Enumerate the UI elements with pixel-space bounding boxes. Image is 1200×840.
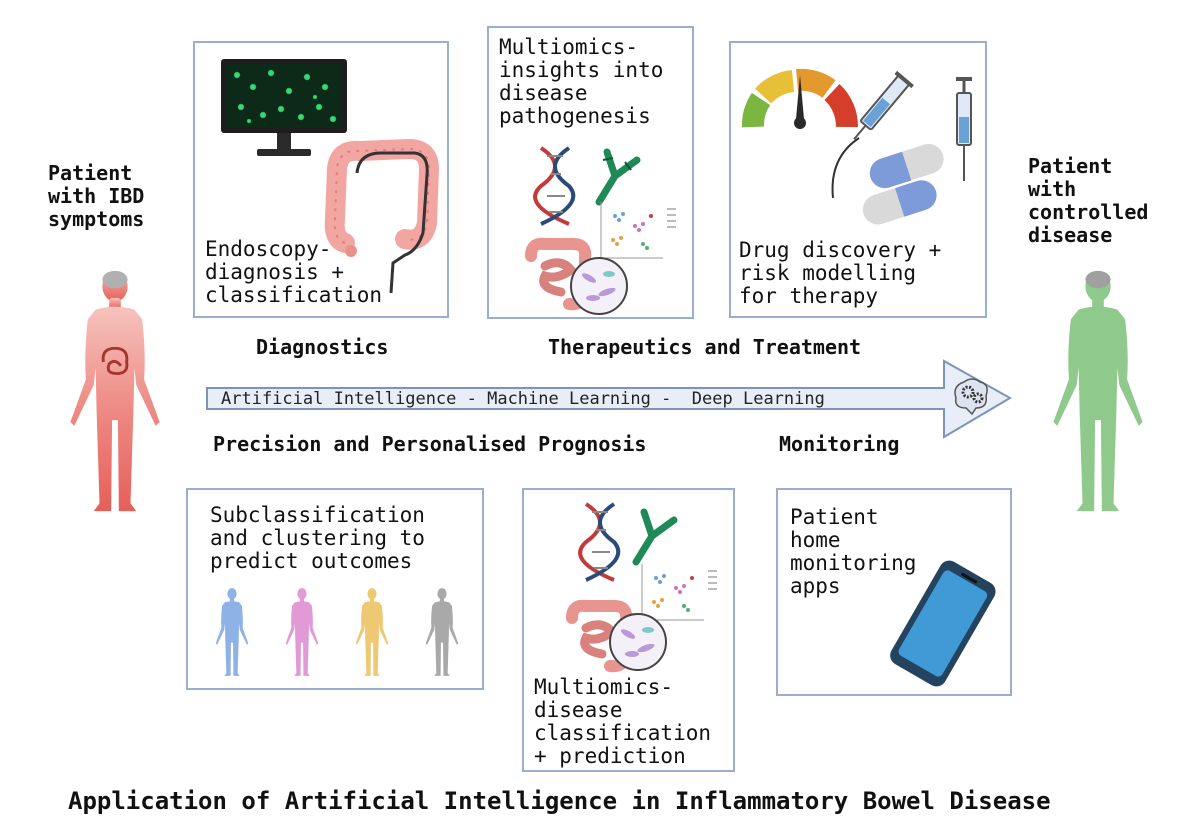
patient-end-label: Patient with controlled disease — [1028, 154, 1149, 247]
human-figure-icon — [274, 586, 330, 678]
antibody-icon — [595, 148, 641, 206]
heading-prognosis: Precision and Personalised Prognosis — [213, 432, 647, 456]
human-figure-icon — [204, 586, 260, 678]
smartphone-icon — [890, 560, 996, 687]
subclassification-box: Subclassification and clustering to pred… — [186, 488, 484, 690]
multiomics-classification-box: Multiomics- disease classification + pre… — [522, 488, 735, 772]
subclassification-text: Subclassification and clustering to pred… — [210, 503, 425, 573]
scatter-plot-icon — [600, 202, 676, 259]
heading-therapeutics: Therapeutics and Treatment — [548, 335, 862, 359]
microbe-icon — [609, 613, 667, 671]
endoscopy-box: Endoscopy- diagnosis + classification — [193, 41, 449, 318]
footer-title: Application of Artificial Intelligence i… — [68, 787, 1051, 815]
endoscope-icon — [355, 151, 429, 294]
gauge-icon — [742, 68, 858, 129]
multiomics-insights-box: Multiomics- insights into disease pathog… — [487, 26, 694, 319]
multiomics-insights-text: Multiomics- insights into disease pathog… — [499, 35, 664, 128]
human-figure-icon — [344, 586, 400, 678]
endoscopy-text: Endoscopy- diagnosis + classification — [205, 237, 383, 307]
patient-start-label: Patient with IBD symptoms — [48, 161, 145, 231]
multiomics-classification-text: Multiomics- disease classification + pre… — [534, 675, 712, 768]
capsule-icon — [862, 143, 944, 225]
syringe-icon — [831, 70, 914, 199]
human-figure-icon — [45, 270, 185, 517]
ai-arrow — [206, 359, 1013, 439]
home-monitoring-text: Patient home monitoring apps — [790, 505, 917, 598]
syringe-icon — [956, 77, 972, 181]
antibody-icon — [632, 508, 678, 566]
home-monitoring-box: Patient home monitoring apps — [776, 488, 1012, 696]
heading-diagnostics: Diagnostics — [256, 335, 389, 359]
brain-gears-icon — [954, 378, 988, 416]
ai-arrow-label: Artificial Intelligence - Machine Learni… — [221, 389, 825, 409]
monitor-icon — [221, 59, 347, 156]
drug-discovery-text: Drug discovery + risk modelling for ther… — [739, 238, 942, 308]
dna-icon — [578, 502, 621, 582]
dna-icon — [533, 146, 576, 226]
drug-discovery-box: Drug discovery + risk modelling for ther… — [729, 41, 987, 318]
human-figure-icon — [414, 586, 470, 678]
human-figure-icon — [1028, 270, 1168, 517]
heading-monitoring: Monitoring — [779, 432, 900, 456]
microbe-icon — [570, 257, 628, 315]
